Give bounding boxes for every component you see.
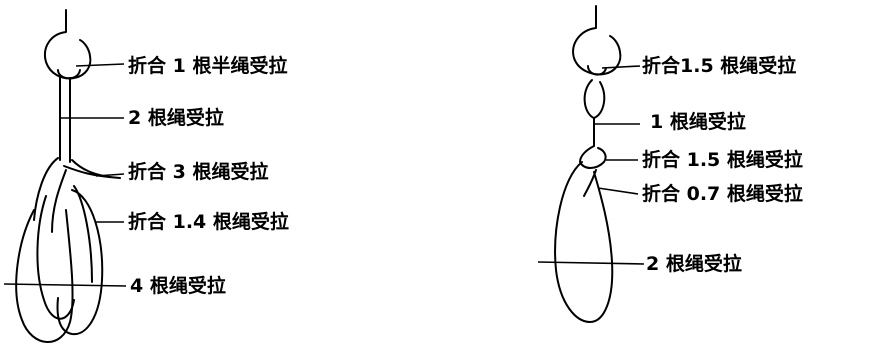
right-hook-loop [587,65,607,76]
left-sling-diagram: 折合 1 根半绳受拉 2 根绳受拉 折合 3 根绳受拉 折合 1.4 根绳受拉 … [3,9,289,343]
right-label-1: 折合1.5 根绳受拉 [642,54,796,77]
right-leader-5 [537,261,645,265]
left-hook-icon [44,9,92,80]
left-label-5: 4 根绳受拉 [130,274,226,297]
left-leader-1 [75,63,125,67]
left-leader-5 [3,283,127,287]
left-label-3: 折合 3 根绳受拉 [128,160,268,183]
left-outer-loop [15,209,74,343]
right-big-loop [554,161,614,323]
right-label-4: 折合 0.7 根绳受拉 [642,182,803,205]
right-label-2: 1 根绳受拉 [650,110,746,133]
left-leader-3 [95,173,125,177]
left-hook-loop [57,69,81,80]
right-label-5: 2 根绳受拉 [646,252,742,275]
left-label-4: 折合 1.4 根绳受拉 [128,210,289,233]
right-leader-4 [597,187,639,195]
right-sling-diagram: 折合1.5 根绳受拉 1 根绳受拉 折合 1.5 根绳受拉 折合 0.7 根绳受… [537,5,803,323]
right-hitch [579,145,607,169]
left-label-1: 折合 1 根半绳受拉 [128,54,287,77]
left-right-loop [56,189,104,336]
left-hitch [33,157,121,233]
right-hook-icon [572,5,622,76]
right-small-oval [583,79,606,119]
right-label-3: 折合 1.5 根绳受拉 [642,148,803,171]
left-inner-loop [36,195,75,320]
left-label-2: 2 根绳受拉 [128,106,224,129]
right-leader-1 [601,65,641,69]
